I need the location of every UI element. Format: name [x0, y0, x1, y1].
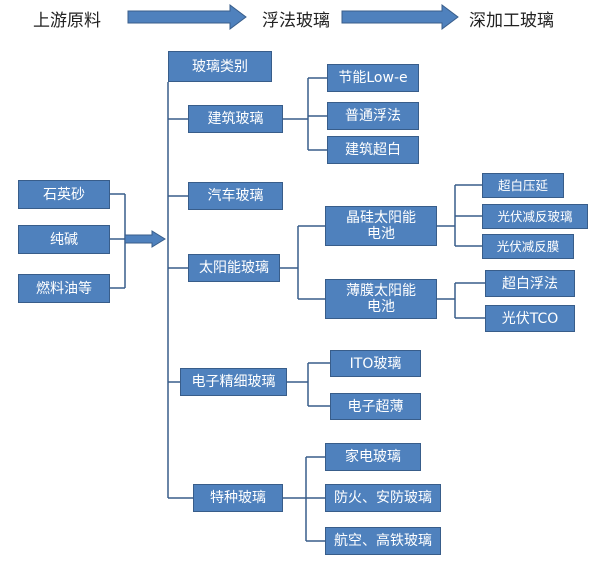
- flow-label-upstream: 上游原料: [33, 11, 101, 31]
- flow-label-float: 浮法玻璃: [262, 11, 330, 31]
- material-arrow: [124, 230, 166, 248]
- flow-label-deep: 深加工玻璃: [469, 11, 554, 31]
- solar-type-crystalline-cell: 晶硅太阳能电池: [325, 206, 437, 246]
- special-item-fireproof-security-glass: 防火、安防玻璃: [325, 484, 441, 512]
- root-glass-category: 玻璃类别: [168, 51, 272, 82]
- category-special-glass: 特种玻璃: [193, 484, 283, 512]
- building-item-ultra-white: 建筑超白: [327, 136, 419, 164]
- building-item-ordinary-float: 普通浮法: [327, 102, 419, 130]
- category-electronic-glass: 电子精细玻璃: [180, 368, 287, 396]
- material-quartz-sand: 石英砂: [18, 180, 110, 209]
- category-automotive-glass: 汽车玻璃: [188, 182, 283, 210]
- electronic-item-ito-glass: ITO玻璃: [330, 350, 421, 377]
- special-item-appliance-glass: 家电玻璃: [325, 443, 421, 471]
- crystal-item-ar-film: 光伏减反膜: [482, 234, 574, 259]
- material-fuel-oil: 燃料油等: [18, 274, 110, 303]
- thin-item-ultra-white-float: 超白浮法: [485, 270, 575, 297]
- category-building-glass: 建筑玻璃: [188, 105, 283, 133]
- material-soda-ash: 纯碱: [18, 225, 110, 254]
- special-item-aviation-rail-glass: 航空、高铁玻璃: [325, 527, 441, 555]
- crystal-item-ultra-white-rolled: 超白压延: [482, 173, 564, 198]
- building-item-low-e: 节能Low-e: [327, 64, 419, 92]
- crystal-item-ar-glass: 光伏减反玻璃: [482, 204, 588, 229]
- flow-arrow-1: [127, 4, 247, 30]
- solar-type-thin-film-cell: 薄膜太阳能电池: [325, 279, 437, 319]
- flow-arrow-2: [341, 4, 459, 30]
- electronic-item-ultra-thin: 电子超薄: [330, 393, 421, 420]
- thin-item-pv-tco: 光伏TCO: [485, 305, 575, 332]
- category-solar-glass: 太阳能玻璃: [188, 254, 280, 282]
